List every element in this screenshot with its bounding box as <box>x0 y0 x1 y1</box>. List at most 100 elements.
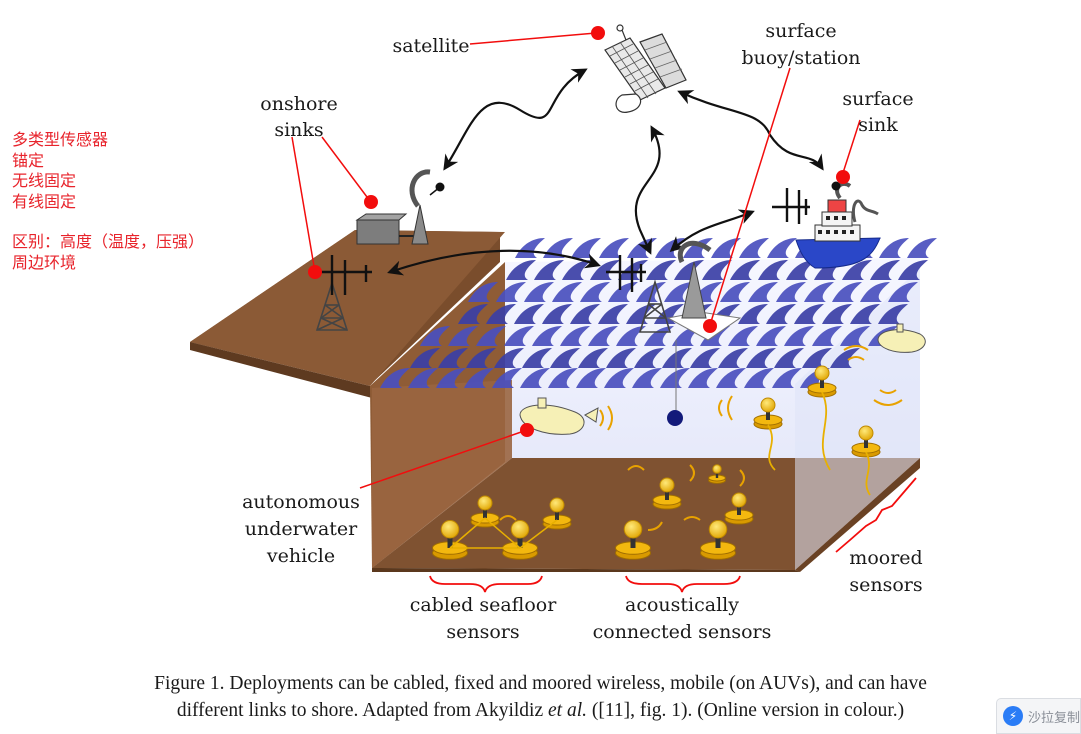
link-satellite-sink <box>677 90 824 171</box>
wave-fin <box>700 326 730 346</box>
label-cabled-2: sensors <box>446 621 519 643</box>
sensor-node <box>708 464 726 484</box>
wave-fin <box>812 326 842 346</box>
wave-fin <box>520 368 550 388</box>
wave-fin <box>496 282 526 302</box>
marker-onshore-antenna <box>364 195 378 209</box>
label-moored-1: moored <box>849 547 922 569</box>
wave-fin <box>636 282 666 302</box>
wave-fin <box>542 304 572 324</box>
acoustic-waves <box>499 345 903 531</box>
satellite-icon <box>604 24 687 113</box>
wave-fin <box>738 304 768 324</box>
sensor-node <box>615 520 651 560</box>
annotation-line: 锚定 <box>12 150 45 170</box>
copy-widget[interactable]: ⚡ 沙拉复制 <box>996 698 1081 734</box>
chinese-annotations: 多类型传感器 锚定 无线固定 有线固定 区别：高度（温度，压强） 周边环境 <box>12 130 204 273</box>
wave-fin <box>690 348 720 368</box>
wave-fin <box>524 282 554 302</box>
diagram-labels: satellite surface buoy/station onshore s… <box>242 20 923 643</box>
wave-fin <box>720 282 750 302</box>
wave-fin <box>718 348 748 368</box>
wave-fin <box>794 304 824 324</box>
wave-fin <box>476 326 506 346</box>
wave-fin <box>504 326 534 346</box>
wave-fin <box>408 368 438 388</box>
sensor-node <box>652 477 682 510</box>
wave-fin <box>438 348 468 368</box>
marker-onshore-tower <box>308 265 322 279</box>
wave-fin <box>458 304 488 324</box>
link-satellite-buoy <box>634 125 665 255</box>
wave-fin <box>758 260 788 280</box>
communication-links <box>387 68 824 276</box>
wave-fin <box>646 260 676 280</box>
wave-fin <box>898 260 928 280</box>
wave-fin <box>702 260 732 280</box>
caption-text: ([11], fig. 1). (Online version in colou… <box>587 700 905 721</box>
wave-fin <box>786 260 816 280</box>
figure-caption: Figure 1. Deployments can be cabled, fix… <box>0 670 1081 724</box>
wave-fin <box>879 238 909 258</box>
wave-fin <box>580 282 610 302</box>
mooring-tethers <box>767 391 871 496</box>
wave-fin <box>578 348 608 368</box>
copy-widget-label: 沙拉复制 <box>1028 710 1081 726</box>
marker-surface-sink <box>836 170 850 184</box>
label-cabled-1: cabled seafloor <box>410 594 558 616</box>
marker-satellite <box>591 26 605 40</box>
wave-fin <box>888 282 918 302</box>
seafloor-cables <box>449 517 558 549</box>
wave-fin <box>850 304 880 324</box>
link-buoy-sink <box>669 209 755 253</box>
wave-fin <box>840 326 870 346</box>
wave-fin <box>662 348 692 368</box>
wave-fin <box>514 304 544 324</box>
link-satellite-onshore <box>443 68 588 171</box>
wave-fin <box>380 368 410 388</box>
wave-fin <box>464 368 494 388</box>
label-leaders <box>291 32 861 489</box>
wave-fin <box>548 368 578 388</box>
wave-fin <box>599 238 629 258</box>
wave-fin <box>804 282 834 302</box>
wave-fin <box>654 304 684 324</box>
wave-fin <box>907 238 937 258</box>
wave-fin <box>860 282 890 302</box>
annotation-line: 无线固定 <box>12 171 77 190</box>
wave-fin <box>576 368 606 388</box>
red-markers <box>308 26 850 437</box>
wave-fin <box>522 348 552 368</box>
wave-fin <box>776 282 806 302</box>
wave-fin <box>608 282 638 302</box>
label-acoustic-1: acoustically <box>625 594 739 616</box>
wave-fin <box>830 348 860 368</box>
wave-fin <box>515 238 545 258</box>
sensor-node <box>724 492 754 525</box>
wave-fin <box>632 368 662 388</box>
wave-fin <box>634 348 664 368</box>
label-moored-2: sensors <box>849 574 922 596</box>
wave-fin <box>644 326 674 346</box>
surface-sink-ship <box>772 181 881 269</box>
wave-fin <box>728 326 758 346</box>
label-surface-sink-1: surface <box>842 88 913 110</box>
label-surface-buoy-1: surface <box>765 20 836 42</box>
wave-fin <box>570 304 600 324</box>
wave-fin <box>598 304 628 324</box>
wave-fin <box>870 260 900 280</box>
marker-surface-buoy <box>703 319 717 333</box>
wave-fin <box>466 348 496 368</box>
lightning-icon: ⚡ <box>1003 706 1023 726</box>
wave-fin <box>560 326 590 346</box>
caption-line-1: Figure 1. Deployments can be cabled, fix… <box>154 673 927 694</box>
label-surface-sink-2: sink <box>858 114 898 136</box>
label-onshore-1: onshore <box>260 93 337 115</box>
wave-fin <box>744 368 774 388</box>
wave-fin <box>746 348 776 368</box>
wave-fin <box>532 326 562 346</box>
wave-fin <box>774 348 804 368</box>
wave-fin <box>486 304 516 324</box>
wave-fin <box>436 368 466 388</box>
